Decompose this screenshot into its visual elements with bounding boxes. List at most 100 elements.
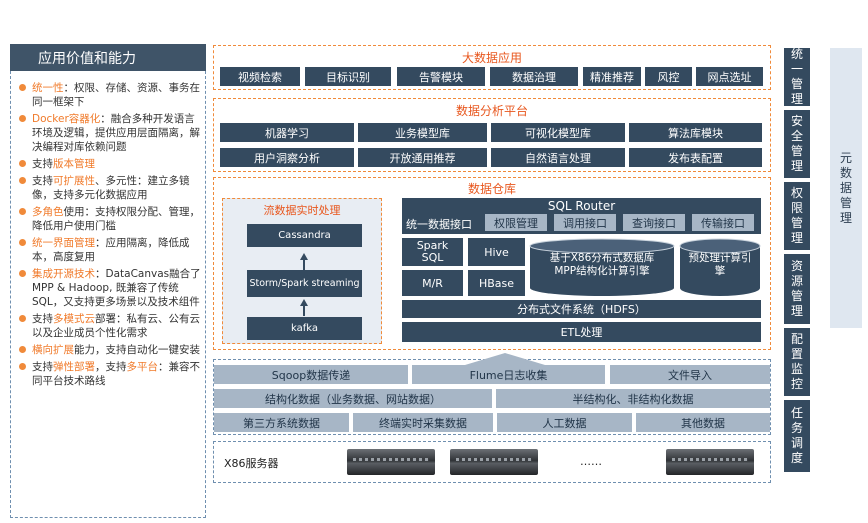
warehouse-section: [213, 177, 771, 350]
value-item-text: ：融合多种开发语言环境及逻辑，提供应用层面隔离，解决编程对库依赖问题: [32, 113, 200, 153]
precompute-cylinder: [679, 238, 761, 296]
value-item-text: ，支持: [95, 361, 127, 373]
value-item-highlight: 版本管理: [53, 158, 95, 170]
bullet-icon: [19, 363, 26, 370]
value-item: Docker容器化：融合多种开发语言环境及逻辑，提供应用层面隔离，解决编程对库依…: [18, 112, 204, 154]
bullet-icon: [19, 115, 26, 122]
transfer-interface-button[interactable]: 传输接口: [692, 214, 754, 231]
analysis-button[interactable]: 自然语言处理: [491, 148, 625, 167]
left-panel-title: 应用价值和能力: [10, 44, 206, 71]
value-item-highlight: 多平台: [126, 361, 159, 373]
bullet-icon: [19, 315, 26, 322]
server-image: [450, 449, 538, 475]
value-item-text: 、多元性：建立多镜像，支持多元化数据应用: [32, 175, 190, 201]
server-ellipsis: ……: [580, 455, 602, 468]
value-item-highlight: 多模式云: [53, 313, 95, 325]
stream-arrows: [300, 253, 308, 316]
unstructured-data-box: 半结构化、非结构化数据: [496, 389, 770, 408]
stream-node-storm: Storm/Spark streaming: [247, 270, 362, 297]
value-item-highlight: 弹性部署: [53, 361, 95, 373]
value-item-highlight: 可扩展性: [53, 175, 95, 187]
sqoop-box: Sqoop数据传递: [214, 365, 408, 384]
terminal-data-box: 终端实时采集数据: [353, 413, 493, 432]
value-item: 横向扩展能力，支持自动化一键安装: [18, 343, 204, 357]
stream-title: 流数据实时处理: [263, 204, 341, 217]
app-button[interactable]: 目标识别: [305, 67, 391, 86]
other-data-box: 其他数据: [636, 413, 770, 432]
hbase-box: HBase: [468, 270, 525, 296]
server-label: X86服务器: [224, 457, 279, 470]
value-item-text: 部署：私有云、公有云以及企业成员个性化需求: [32, 313, 200, 339]
mpp-engine-label: 基于X86分布式数据库MPP结构化计算引擎: [549, 252, 655, 277]
app-button[interactable]: 网点选址: [696, 67, 763, 86]
precompute-label: 预处理计算引擎: [688, 252, 752, 277]
value-item-text: 支持: [32, 361, 53, 373]
analysis-button[interactable]: 可视化模型库: [491, 123, 625, 142]
bullet-icon: [19, 270, 26, 277]
value-list: 统一性：权限、存储、资源、事务在同一框架下 Docker容器化：融合多种开发语言环…: [18, 81, 204, 391]
arrow-up-icon: [300, 253, 308, 270]
analysis-button[interactable]: 开放通用推荐: [358, 148, 487, 167]
app-button[interactable]: 风控: [645, 67, 692, 86]
value-item: 支持弹性部署，支持多平台：兼容不同平台技术路线: [18, 360, 204, 388]
flume-up-arrow-icon: [465, 353, 545, 365]
metadata-management-box: 元数据管理: [830, 48, 862, 328]
bullet-icon: [19, 346, 26, 353]
analysis-button[interactable]: 算法库模块: [629, 123, 762, 142]
file-import-box: 文件导入: [610, 365, 770, 384]
structured-data-box: 结构化数据（业务数据、网站数据）: [214, 389, 492, 408]
management-item: 配置监控: [784, 328, 810, 396]
server-image: [666, 449, 754, 475]
bullet-icon: [19, 84, 26, 91]
unified-interface-label: 统一数据接口: [406, 218, 472, 231]
management-item: 资源管理: [784, 254, 810, 324]
value-item-highlight: 统一界面管理: [32, 237, 95, 249]
manual-data-box: 人工数据: [497, 413, 632, 432]
value-item: 多角色使用：支持权限分配、管理，降低用户使用门槛: [18, 205, 204, 233]
hdfs-box: 分布式文件系统（HDFS）: [402, 300, 761, 318]
value-item-text: ：DataCanvas融合了MPP & Hadoop, 既兼容了传统SQL，又支…: [32, 268, 201, 308]
sql-router-label: SQL Router: [547, 199, 616, 213]
app-button[interactable]: 数据治理: [490, 67, 578, 86]
flume-box: Flume日志收集: [412, 365, 605, 384]
management-item: 安全管理: [784, 110, 810, 178]
analysis-button[interactable]: 用户洞察分析: [220, 148, 354, 167]
app-button[interactable]: 精准推荐: [583, 67, 641, 86]
value-item-text: 支持: [32, 175, 53, 187]
spark-sql-box: Spark SQL: [402, 238, 463, 266]
value-item-highlight: 横向扩展: [32, 344, 74, 356]
analysis-button[interactable]: 业务模型库: [358, 123, 487, 142]
value-item-text: ：权限、存储、资源、事务在同一框架下: [32, 82, 200, 108]
stream-node-kafka: kafka: [247, 317, 362, 340]
value-item-text: 支持: [32, 313, 53, 325]
warehouse-title: 数据仓库: [467, 182, 516, 196]
analysis-button[interactable]: 机器学习: [220, 123, 354, 142]
call-interface-button[interactable]: 调用接口: [554, 214, 616, 231]
value-item: 统一界面管理：应用隔离，降低成本，高度复用: [18, 236, 204, 264]
server-section: [213, 441, 771, 483]
analysis-button[interactable]: 发布表配置: [629, 148, 762, 167]
value-item: 集成开源技术：DataCanvas融合了MPP & Hadoop, 既兼容了传统…: [18, 267, 204, 309]
stream-node-cassandra: Cassandra: [247, 224, 362, 247]
app-button[interactable]: 视频检索: [220, 67, 300, 86]
management-item: 统一管理: [784, 47, 810, 106]
app-button[interactable]: 告警模块: [397, 67, 485, 86]
hive-box: Hive: [468, 238, 525, 266]
value-item: 支持可扩展性、多元性：建立多镜像，支持多元化数据应用: [18, 174, 204, 202]
value-item-highlight: 统一性: [32, 82, 64, 94]
value-item-text: 支持: [32, 158, 53, 170]
analysis-title: 数据分析平台: [455, 104, 528, 118]
management-item: 权限管理: [784, 182, 810, 250]
value-item-highlight: Docker容器化: [32, 113, 101, 125]
query-interface-button[interactable]: 查询接口: [623, 214, 685, 231]
value-item: 支持版本管理: [18, 157, 204, 171]
value-item-text: ：兼容不同平台技术路线: [32, 361, 200, 387]
bullet-icon: [19, 208, 26, 215]
management-item: 任务调度: [784, 400, 810, 472]
bigdata-app-title: 大数据应用: [461, 51, 522, 65]
permission-button[interactable]: 权限管理: [485, 214, 547, 231]
value-item-text: 使用：支持权限分配、管理，降低用户使用门槛: [32, 206, 200, 232]
value-item-text: ：应用隔离，降低成本，高度复用: [32, 237, 190, 263]
bullet-icon: [19, 177, 26, 184]
server-image: [347, 449, 435, 475]
